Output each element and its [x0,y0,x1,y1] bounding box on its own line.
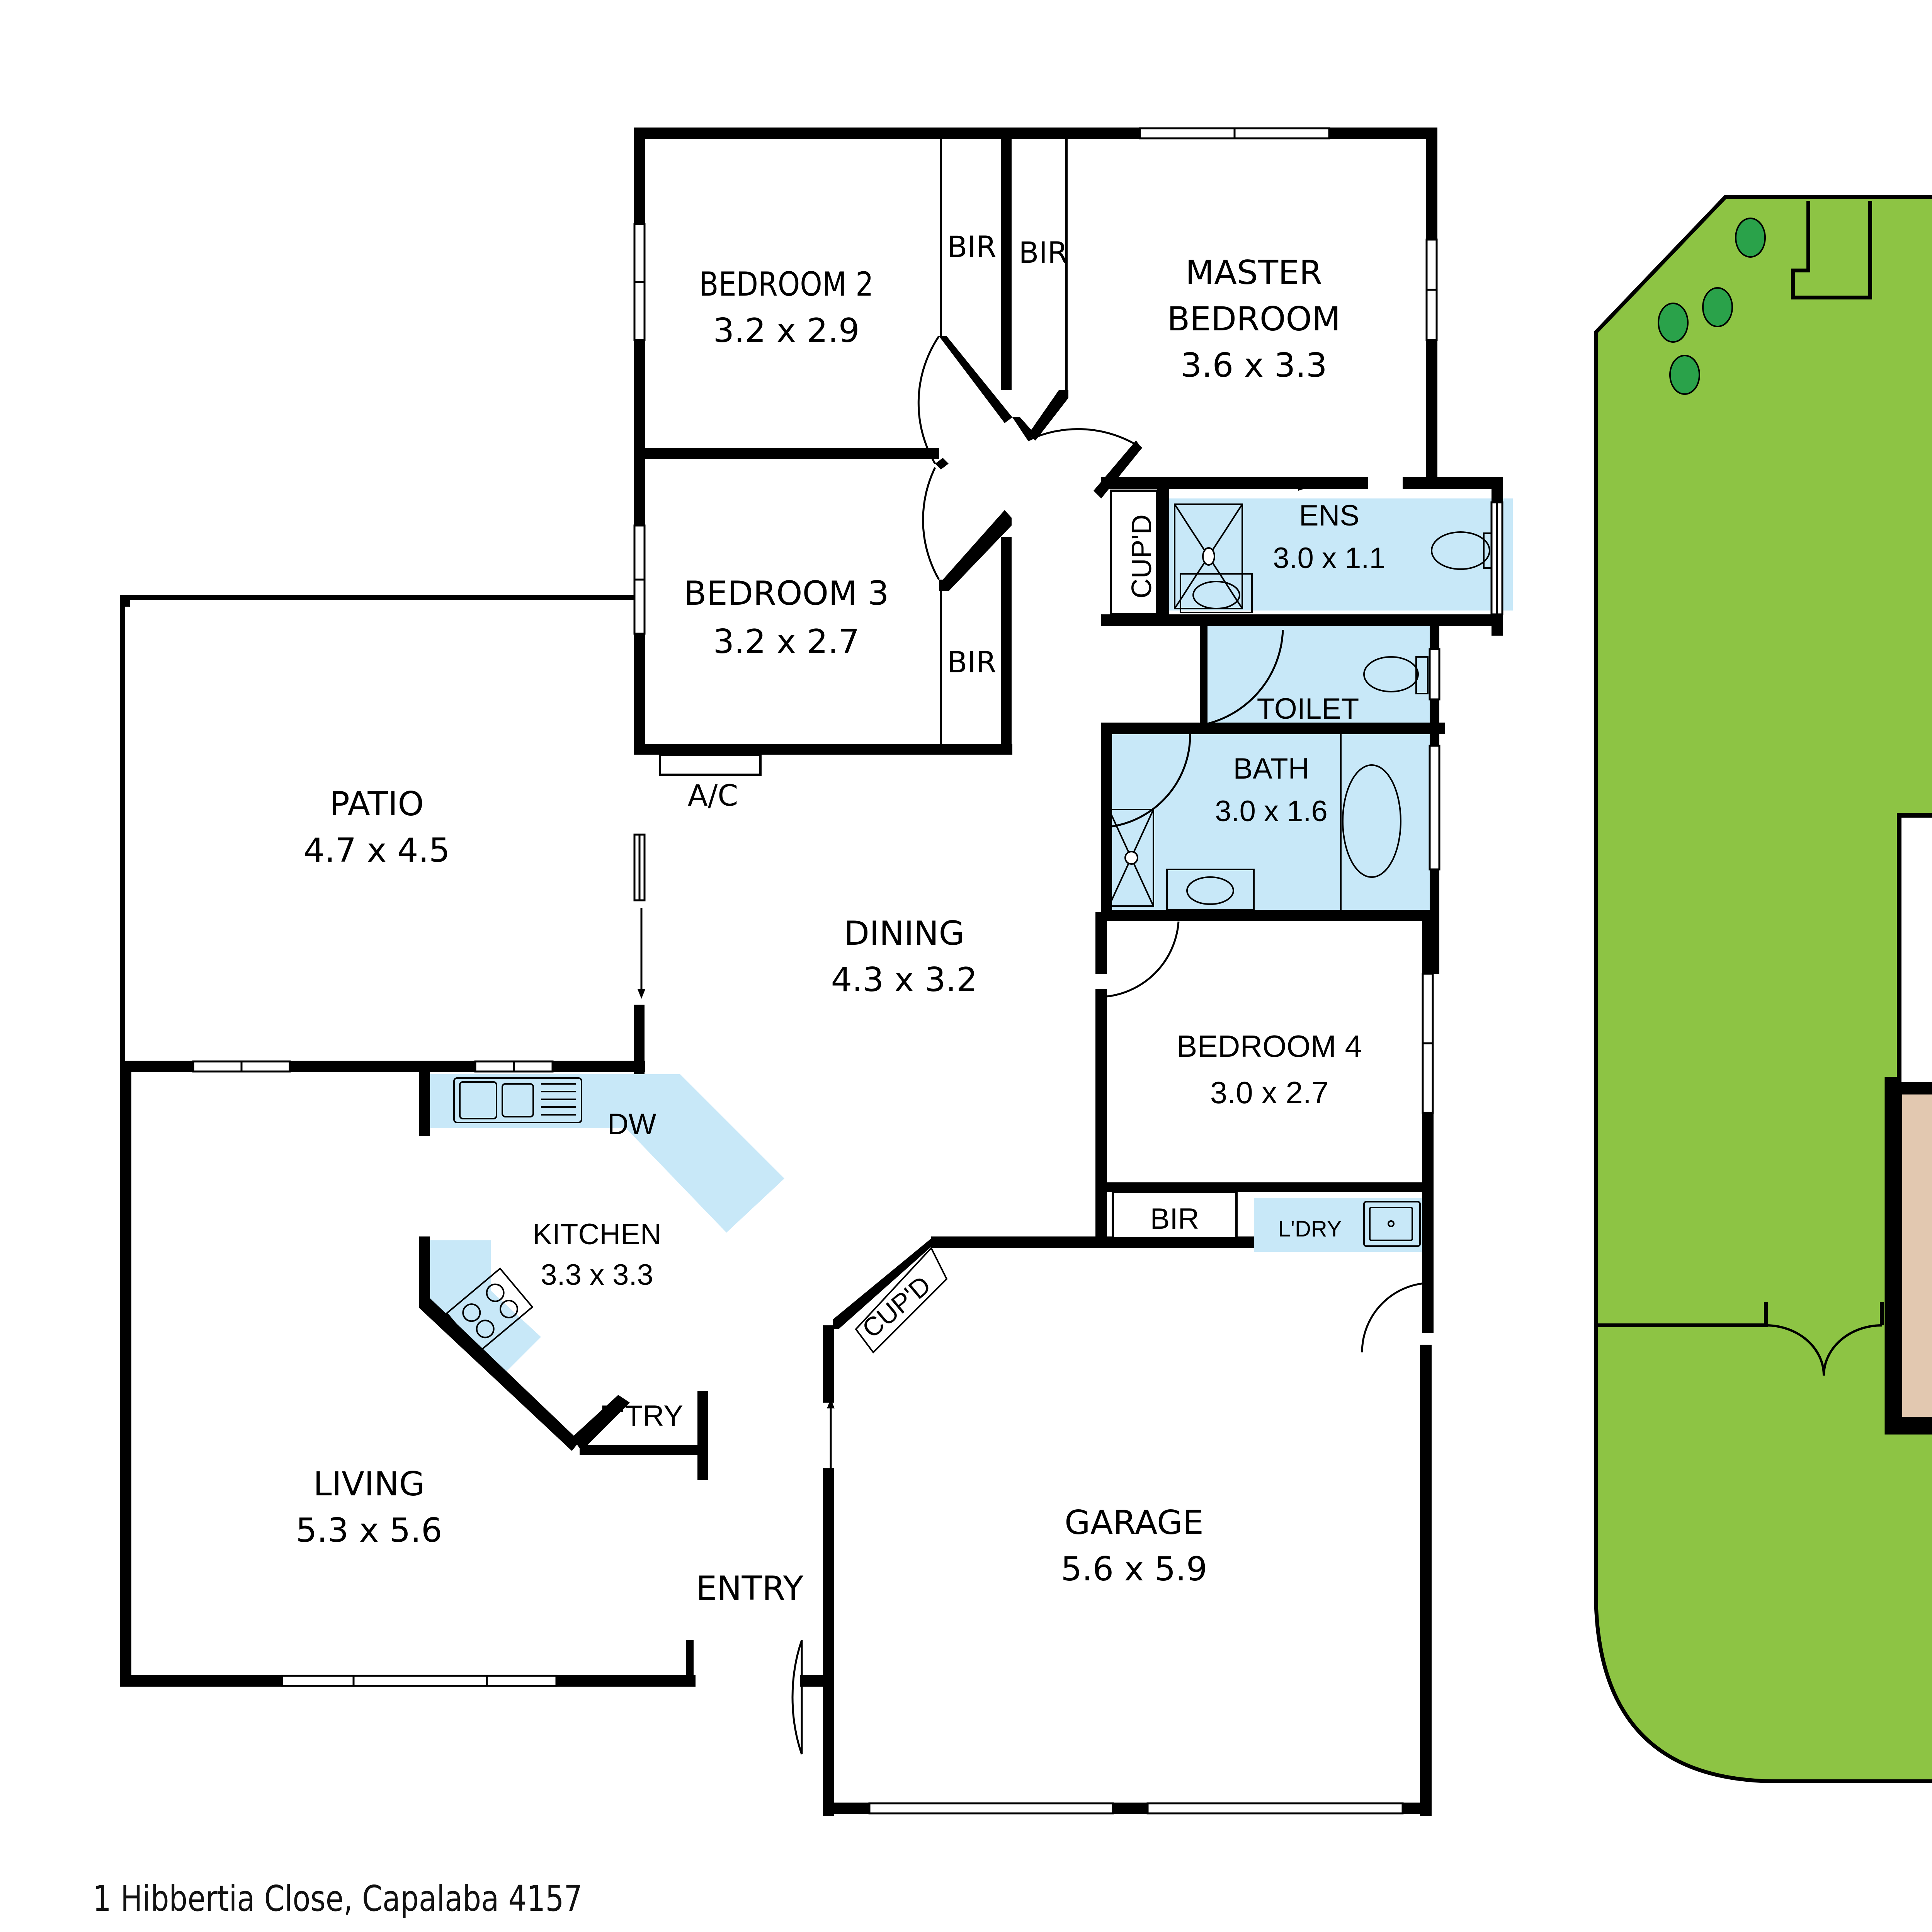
living-label: LIVING [313,1465,425,1503]
cupd-hall-label: CUP'D [1126,514,1157,599]
kitchen-label: KITCHEN [532,1218,662,1251]
bir-bed2-label: BIR [947,230,996,264]
walls [120,128,1503,1816]
dining-dims: 4.3 x 3.2 [831,961,977,999]
garage-label: GARAGE [1065,1503,1204,1542]
arrows [638,485,1308,1408]
site-plan: CLOTHES LINE [1594,195,1932,1783]
ens-dims: 3.0 x 1.1 [1273,542,1386,575]
dining-label: DINING [844,914,964,953]
bath-dims: 3.0 x 1.6 [1215,795,1328,828]
tree-icon [1702,287,1733,327]
cooktop-bench-fill [425,1240,541,1372]
kitchen-sink-icon [453,1077,582,1123]
bath-shower-icon [1108,809,1154,907]
cupd-garage-label: CUP'D [857,1270,936,1344]
residence-building [1884,1077,1932,1435]
tree-icon [1658,303,1689,343]
ac-label: A/C [688,778,738,813]
bedroom4-dims: 3.0 x 2.7 [1210,1075,1329,1110]
master-label-2: BEDROOM [1167,300,1341,338]
dw-label: DW [607,1108,656,1141]
bathtub-icon [1342,764,1401,878]
fixtures [446,503,1492,1354]
patio-dims: 4.7 x 4.5 [303,831,450,870]
bir-master-label: BIR [1019,235,1068,270]
garden-beds [1596,201,1884,1376]
plan-footer: 1 Hibbertia Close, Capalaba 4157 TOTAL A… [93,1878,1211,1932]
room-labels: BEDROOM 2 3.2 x 2.9 BIR BIR MASTER BEDRO… [296,230,1385,1608]
windows [192,127,1503,1815]
floor-plan: BEDROOM 2 3.2 x 2.9 BIR BIR MASTER BEDRO… [120,127,1513,1816]
bath-fill [1101,734,1439,912]
bedroom3-label: BEDROOM 3 [684,574,889,613]
master-label-1: MASTER [1185,253,1322,292]
laundry-label: L'DRY [1278,1216,1342,1242]
thin-lines [659,139,1238,1240]
toilet-label: TOILET [1257,692,1359,725]
ensuite-toilet-icon [1431,531,1490,570]
toilet-fill [1200,622,1439,730]
garage-dims: 5.6 x 5.9 [1061,1550,1207,1588]
door-swings [640,335,1432,1755]
bedroom4-label: BEDROOM 4 [1177,1029,1362,1063]
laundry-tub-icon [1363,1201,1421,1247]
total-floor-area: TOTAL APPROX. FLOOR AREA 148 SQ.M [93,1928,965,1932]
bedroom2-label: BEDROOM 2 [699,265,873,303]
bath-label: BATH [1233,752,1309,785]
trees [1658,218,1766,395]
kitchen-bench-fill [429,1074,784,1233]
toilet-icon [1363,656,1419,692]
tree-icon [1735,218,1766,258]
bir-bed4-label: BIR [1150,1202,1199,1235]
site-patio [1897,813,1932,1092]
bedroom3-dims: 3.2 x 2.7 [713,622,859,661]
ens-label: ENS [1299,499,1359,532]
pantry-label: P'TRY [600,1400,683,1432]
entry-label: ENTRY [696,1569,803,1608]
garage-cupboard-outline [855,1247,948,1354]
tree-icon [1669,355,1700,395]
bir-bed3-label: BIR [947,645,996,679]
bedroom2-dims: 3.2 x 2.9 [713,311,859,350]
cooktop-icon [446,1267,534,1353]
lawn [1594,195,1932,1783]
master-dims: 3.6 x 3.3 [1180,346,1327,385]
bath-basin-icon [1166,869,1255,911]
ensuite-fill [1169,498,1513,611]
kitchen-dims: 3.3 x 3.3 [541,1259,653,1291]
property-address: 1 Hibbertia Close, Capalaba 4157 [93,1878,583,1919]
living-dims: 5.3 x 5.6 [296,1511,442,1550]
patio-label: PATIO [330,785,424,823]
ensuite-basin-icon [1180,573,1253,613]
